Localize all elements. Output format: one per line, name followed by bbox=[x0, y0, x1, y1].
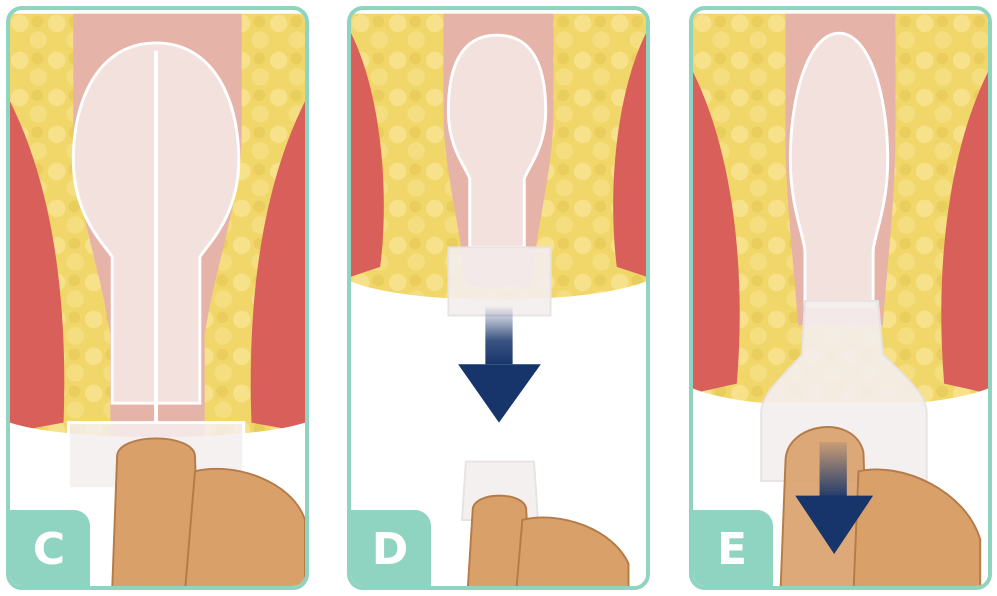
applicator-grip bbox=[448, 247, 550, 315]
panel-c-illustration bbox=[10, 10, 305, 586]
applicator-barrel bbox=[790, 33, 887, 306]
panel-d: D bbox=[347, 6, 650, 590]
panel-d-illustration bbox=[351, 10, 646, 586]
panel-c: C bbox=[6, 6, 309, 590]
panel-e-label: E bbox=[691, 510, 773, 588]
panel-e: E bbox=[689, 6, 992, 590]
panel-e-illustration bbox=[693, 10, 988, 586]
panel-d-label: D bbox=[349, 510, 431, 588]
arrow-shaft bbox=[820, 442, 847, 500]
arrow-shaft bbox=[485, 306, 512, 364]
panel-c-label: C bbox=[8, 510, 90, 588]
